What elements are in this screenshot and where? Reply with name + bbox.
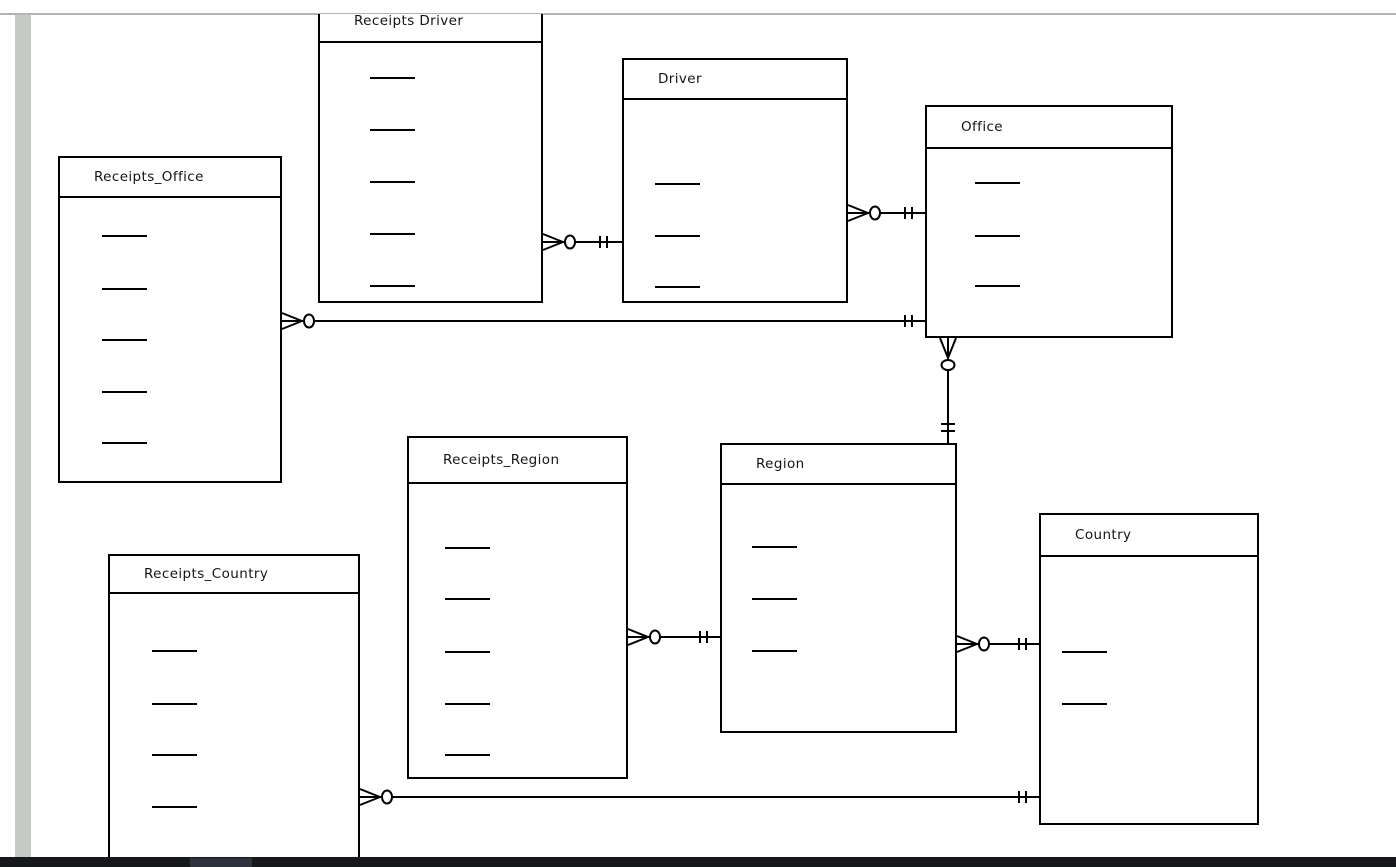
field-placeholder-line [445, 754, 490, 756]
entity-title: Driver [658, 71, 702, 87]
field-placeholder-line [370, 233, 415, 235]
entity-title: Region [756, 456, 805, 472]
diagram-canvas[interactable]: Receipts Driver Driver Office [0, 14, 1396, 857]
one-tick-icon [904, 315, 913, 327]
zero-ring-icon [978, 636, 990, 652]
connector-receipts-region-region[interactable] [627, 628, 720, 646]
entity-header: Region [722, 445, 955, 485]
field-placeholder-line [370, 129, 415, 131]
zero-ring-icon [303, 313, 315, 329]
one-tick-icon [1018, 791, 1027, 803]
field-placeholder-line [445, 703, 490, 705]
connector-receipts-driver-driver[interactable] [542, 233, 622, 251]
entity-title: Country [1075, 527, 1132, 543]
crows-foot-zero-many-icon [627, 628, 649, 646]
field-placeholder-line [752, 546, 797, 548]
field-placeholder-line [445, 547, 490, 549]
field-placeholder-line [102, 288, 147, 290]
entity-receipts-office[interactable]: Receipts_Office [58, 156, 282, 483]
connector-receipts-country-country[interactable] [359, 788, 1039, 806]
relationship-connectors [281, 204, 1039, 806]
zero-ring-icon [869, 205, 881, 221]
entity-header: Receipts_Country [110, 556, 358, 594]
entity-title: Receipts Driver [354, 14, 464, 29]
field-placeholder-line [1062, 703, 1107, 705]
field-placeholder-line [102, 442, 147, 444]
field-placeholder-line [752, 598, 797, 600]
entity-title: Office [961, 119, 1004, 135]
zero-ring-icon [564, 234, 576, 250]
entity-office[interactable]: Office [925, 105, 1173, 338]
field-placeholder-line [102, 339, 147, 341]
entity-country[interactable]: Country [1039, 513, 1259, 825]
entity-header: Driver [624, 60, 846, 100]
field-placeholder-line [370, 285, 415, 287]
field-placeholder-line [445, 598, 490, 600]
entity-header: Country [1041, 515, 1257, 557]
field-placeholder-line [370, 181, 415, 183]
entity-title: Receipts_Country [144, 566, 269, 582]
field-placeholder-line [152, 703, 197, 705]
entity-receipts-driver[interactable]: Receipts Driver [318, 14, 543, 303]
zero-ring-icon [940, 359, 956, 371]
field-placeholder-line [445, 651, 490, 653]
crows-foot-zero-many-icon [281, 312, 303, 330]
one-tick-icon [699, 631, 708, 643]
field-placeholder-line [152, 754, 197, 756]
field-placeholder-line [975, 235, 1020, 237]
field-placeholder-line [655, 183, 700, 185]
field-placeholder-line [102, 391, 147, 393]
entity-region[interactable]: Region [720, 443, 957, 733]
crows-foot-zero-many-icon [847, 204, 869, 222]
field-placeholder-line [655, 235, 700, 237]
entity-title: Receipts_Office [94, 169, 204, 185]
field-placeholder-line [102, 235, 147, 237]
zero-ring-icon [381, 789, 393, 805]
connector-receipts-office-office[interactable] [281, 312, 925, 330]
entity-title: Receipts_Region [443, 452, 560, 468]
entity-receipts-country[interactable]: Receipts_Country [108, 554, 360, 857]
one-tick-icon [599, 236, 608, 248]
window-top-border [0, 13, 1396, 15]
field-placeholder-line [152, 650, 197, 652]
field-placeholder-line [975, 285, 1020, 287]
field-placeholder-line [655, 286, 700, 288]
entity-receipts-region[interactable]: Receipts_Region [407, 436, 628, 779]
field-placeholder-line [1062, 651, 1107, 653]
field-placeholder-line [752, 650, 797, 652]
one-tick-icon [1018, 638, 1027, 650]
field-placeholder-line [975, 182, 1020, 184]
connector-driver-office[interactable] [847, 204, 925, 222]
crows-foot-zero-many-icon [359, 788, 381, 806]
one-tick-icon [941, 423, 955, 432]
vertical-scrollbar[interactable] [15, 15, 31, 857]
field-placeholder-line [152, 806, 197, 808]
entity-header: Receipts Driver [320, 14, 541, 43]
horizontal-scrollbar[interactable] [0, 857, 1396, 867]
crows-foot-zero-many-icon [542, 233, 564, 251]
one-tick-icon [904, 207, 913, 219]
field-placeholder-line [370, 77, 415, 79]
entity-header: Receipts_Region [409, 438, 626, 484]
crows-foot-zero-many-icon [939, 337, 957, 359]
zero-ring-icon [649, 629, 661, 645]
connector-region-country[interactable] [956, 635, 1039, 653]
horizontal-scrollbar-thumb[interactable] [190, 858, 252, 867]
entity-header: Office [927, 107, 1171, 149]
entity-driver[interactable]: Driver [622, 58, 848, 303]
connector-office-region[interactable] [939, 337, 957, 443]
entity-header: Receipts_Office [60, 158, 280, 198]
crows-foot-zero-many-icon [956, 635, 978, 653]
